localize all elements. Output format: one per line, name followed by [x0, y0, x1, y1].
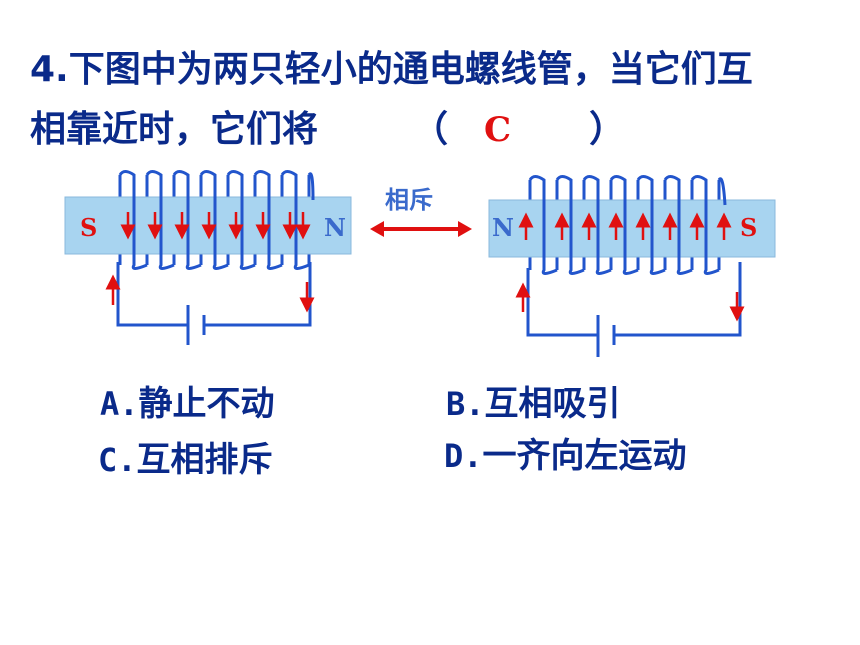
- interaction-label: 相斥: [385, 186, 433, 214]
- option-b-letter: B.: [446, 385, 485, 423]
- question-line-2: 相靠近时，它们将 （ C ）: [30, 100, 830, 160]
- right-circuit: [526, 262, 742, 357]
- left-coil-back: [118, 175, 311, 265]
- left-pole-right: N: [324, 213, 346, 242]
- right-coil-front: [528, 175, 727, 275]
- repel-double-arrow: [370, 221, 472, 237]
- question-line-2-text: 相靠近时，它们将: [30, 109, 319, 150]
- right-coil-current-arrows: [518, 212, 732, 240]
- right-coil-back: [528, 180, 721, 270]
- paren-close: ）: [589, 109, 626, 150]
- right-core: [488, 199, 776, 258]
- option-c-text: 互相排斥: [136, 440, 273, 480]
- option-a-letter: A.: [100, 385, 139, 423]
- right-wire-left: [526, 268, 598, 337]
- left-wire: [116, 262, 188, 327]
- option-d-letter: D.: [444, 437, 483, 475]
- option-c-letter: C.: [98, 441, 137, 479]
- left-circuit: [116, 262, 312, 345]
- option-d[interactable]: D.一齐向左运动: [444, 428, 687, 477]
- right-wire-right: [614, 262, 742, 337]
- left-coil-front: [118, 170, 315, 270]
- option-a[interactable]: A.静止不动: [100, 376, 275, 425]
- left-pole-left: S: [80, 213, 97, 242]
- answer-letter: C: [484, 110, 512, 150]
- option-b-text: 互相吸引: [484, 384, 621, 424]
- paren-open: （: [412, 109, 449, 150]
- option-a-text: 静止不动: [138, 384, 275, 424]
- option-c[interactable]: C.互相排斥: [98, 432, 273, 481]
- left-solenoid: S N: [64, 170, 352, 345]
- right-pole-right: S: [740, 213, 757, 242]
- right-pole-left: N: [492, 213, 514, 242]
- right-solenoid: N S: [488, 175, 776, 357]
- left-coil-current-arrows: [120, 212, 311, 240]
- question-text: 4.下图中为两只轻小的通电螺线管，当它们互 相靠近时，它们将 （ C ）: [30, 40, 830, 160]
- option-b[interactable]: B.互相吸引: [446, 376, 621, 425]
- question-line-1: 4.下图中为两只轻小的通电螺线管，当它们互: [30, 49, 753, 90]
- left-wire-right: [204, 262, 312, 327]
- left-core: [64, 196, 352, 255]
- option-d-text: 一齐向左运动: [482, 436, 687, 476]
